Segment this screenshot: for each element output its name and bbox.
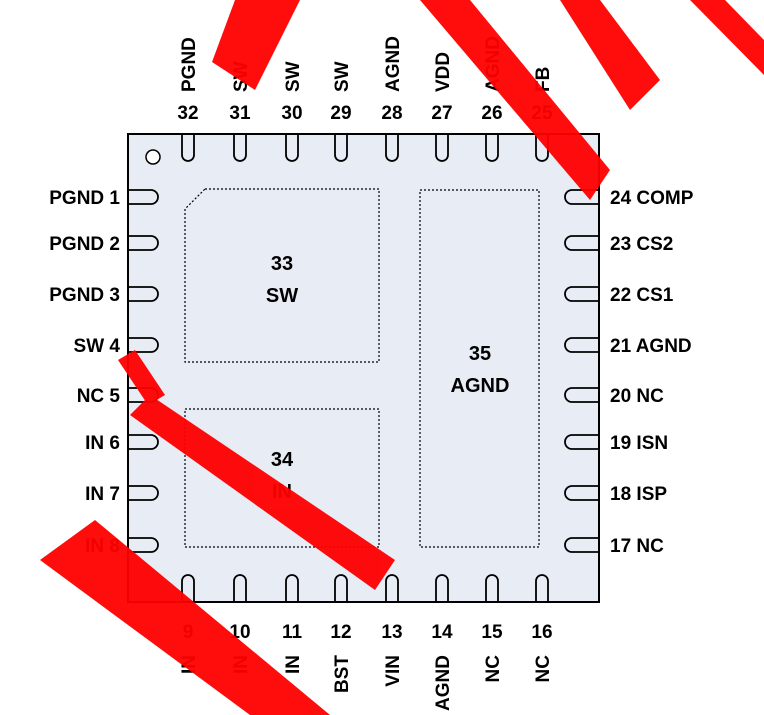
pin-14-lead bbox=[435, 574, 449, 602]
pin-15-number: 15 bbox=[481, 622, 503, 643]
pin-12-number: 12 bbox=[330, 622, 351, 643]
pin-7-label: IN 7 bbox=[85, 484, 120, 505]
pin-18-lead bbox=[564, 485, 599, 501]
watermark-stroke-far bbox=[690, 0, 764, 75]
pin-27-number: 27 bbox=[431, 103, 452, 124]
pin-6-label: IN 6 bbox=[85, 433, 120, 454]
pin-19-lead bbox=[564, 434, 599, 450]
pin-21-label: 21 AGND bbox=[610, 336, 692, 357]
pin-7-lead bbox=[128, 485, 159, 501]
pin-5-label: NC 5 bbox=[77, 386, 121, 407]
pin-4-lead bbox=[128, 337, 159, 353]
pad-33-name: SW bbox=[266, 285, 298, 307]
pin-30-lead bbox=[285, 134, 299, 162]
pin-4-label: SW 4 bbox=[74, 336, 121, 357]
pin-16-name: NC bbox=[533, 655, 554, 683]
pin-24-label: 24 COMP bbox=[610, 188, 694, 209]
pin-2-lead bbox=[128, 235, 159, 251]
pin-29-lead bbox=[334, 134, 348, 162]
pin-32-lead bbox=[181, 134, 195, 162]
pin-22-label: 22 CS1 bbox=[610, 285, 674, 306]
pin-29-name: SW bbox=[332, 61, 353, 92]
pin-28-lead bbox=[385, 134, 399, 162]
pin-12-lead bbox=[334, 574, 348, 602]
pin-13-name: VIN bbox=[383, 655, 404, 687]
pin-30-number: 30 bbox=[281, 103, 302, 124]
pin-26-lead bbox=[485, 134, 499, 162]
pin-20-label: 20 NC bbox=[610, 386, 664, 407]
pin-22-lead bbox=[564, 286, 599, 302]
pin-30-name: SW bbox=[283, 61, 304, 92]
pin-27-name: VDD bbox=[433, 52, 454, 92]
pin-10-lead bbox=[233, 574, 247, 602]
watermark-stroke-left bbox=[118, 350, 165, 405]
pin-14-name: AGND bbox=[433, 655, 454, 711]
pad-35-number: 35 bbox=[469, 343, 491, 365]
pin-1-label: PGND 1 bbox=[49, 188, 120, 209]
pin-16-lead bbox=[535, 574, 549, 602]
pin-2-label: PGND 2 bbox=[49, 234, 120, 255]
pin-17-lead bbox=[564, 537, 599, 553]
pin-18-label: 18 ISP bbox=[610, 484, 667, 505]
pin-25-lead bbox=[535, 134, 549, 162]
pad-34-number: 34 bbox=[271, 449, 294, 471]
pin-32-name: PGND bbox=[179, 37, 200, 92]
watermark-stroke-mid bbox=[130, 395, 395, 590]
pin-14-number: 14 bbox=[431, 622, 453, 643]
watermark-stroke-right bbox=[560, 0, 660, 110]
pin-19-label: 19 ISN bbox=[610, 433, 668, 454]
pin-11-number: 11 bbox=[282, 622, 303, 643]
pin-15-lead bbox=[485, 574, 499, 602]
right-pin-row: 24 COMP 23 CS2 22 CS1 21 AGND 20 NC 19 ISN 18 … bbox=[564, 188, 694, 557]
pin-32-number: 32 bbox=[177, 103, 198, 124]
pin-20-lead bbox=[564, 387, 599, 403]
red-watermark bbox=[40, 0, 764, 715]
pin-31-lead bbox=[233, 134, 247, 162]
pin1-marker bbox=[145, 149, 161, 165]
pin-31-number: 31 bbox=[229, 103, 251, 124]
watermark-stroke-main bbox=[40, 520, 330, 715]
pin-23-label: 23 CS2 bbox=[610, 234, 673, 255]
pin-1-lead bbox=[128, 189, 159, 205]
exposed-pad-33-sw bbox=[184, 188, 380, 363]
top-pin-row: 32PGND31SW30SW29SW28AGND27VDD26AGND25FB bbox=[177, 36, 554, 162]
pin-11-name: IN bbox=[283, 655, 304, 674]
pin-28-number: 28 bbox=[381, 103, 402, 124]
pin-29-number: 29 bbox=[330, 103, 351, 124]
pin-8-lead bbox=[128, 537, 159, 553]
pin-12-name: BST bbox=[332, 655, 353, 693]
pin-3-lead bbox=[128, 286, 159, 302]
pin-27-lead bbox=[435, 134, 449, 162]
pin-13-number: 13 bbox=[381, 622, 402, 643]
pin-6-lead bbox=[128, 434, 159, 450]
pin-11-lead bbox=[285, 574, 299, 602]
pin-24-lead bbox=[564, 189, 599, 205]
pin-3-label: PGND 3 bbox=[49, 285, 120, 306]
pin-15-name: NC bbox=[483, 655, 504, 683]
exposed-pad-35-agnd bbox=[419, 189, 540, 548]
pad-33-number: 33 bbox=[271, 253, 293, 275]
pin-17-label: 17 NC bbox=[610, 536, 664, 557]
package-body bbox=[127, 133, 600, 603]
pin-16-number: 16 bbox=[531, 622, 552, 643]
exposed-pad-34-in bbox=[184, 408, 380, 548]
pin-9-lead bbox=[181, 574, 195, 602]
pin-28-name: AGND bbox=[383, 36, 404, 92]
pad-35-name: AGND bbox=[451, 375, 510, 397]
pin-13-lead bbox=[385, 574, 399, 602]
watermark-stroke-upper bbox=[212, 0, 300, 90]
watermark-stroke-diag bbox=[420, 0, 610, 200]
pin-26-number: 26 bbox=[481, 103, 502, 124]
pin-23-lead bbox=[564, 235, 599, 251]
pin-21-lead bbox=[564, 337, 599, 353]
